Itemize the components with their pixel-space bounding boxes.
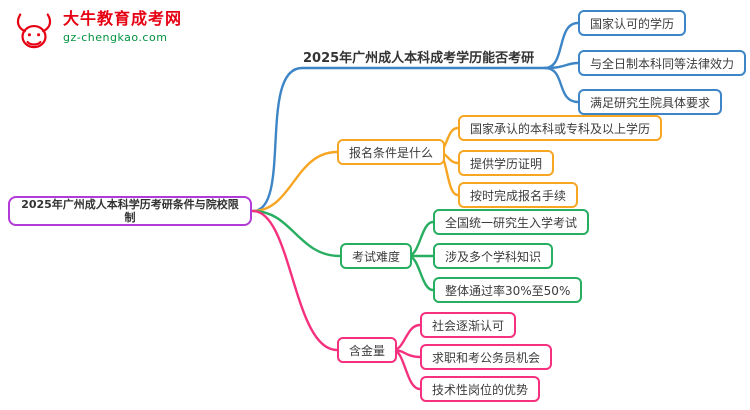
connector-branch1-child3 <box>543 66 580 104</box>
logo-title: 大牛教育成考网 <box>63 9 183 28</box>
subtopic: 涉及多个学科知识 <box>433 243 554 269</box>
bull-logo-icon <box>16 13 52 49</box>
subtopic: 按时完成报名手续 <box>458 182 579 208</box>
branch-topic-3: 考试难度 <box>340 243 413 269</box>
connector-branch4 <box>251 209 339 352</box>
connector-branch1 <box>251 66 547 213</box>
connector-branch2 <box>251 150 339 213</box>
root-topic: 2025年广州成人本科学历考研条件与院校限制 <box>8 196 252 226</box>
logo-text: 大牛教育成考网 gz-chengkao.com <box>63 9 183 45</box>
site-logo: 大牛教育成考网 gz-chengkao.com <box>12 9 183 54</box>
branch-topic-1: 2025年广州成人本科成考学历能否考研 <box>303 51 535 66</box>
subtopic: 技术性岗位的优势 <box>420 376 541 402</box>
subtopic: 整体通过率30%至50% <box>433 277 583 303</box>
subtopic: 与全日制本科同等法律效力 <box>578 50 747 76</box>
subtopic: 提供学历证明 <box>458 150 555 176</box>
subtopic: 国家认可的学历 <box>578 10 687 36</box>
subtopic: 满足研究生院具体要求 <box>578 89 723 115</box>
subtopic: 求职和考公务员机会 <box>420 344 553 370</box>
logo-subtitle: gz-chengkao.com <box>63 31 168 45</box>
branch-topic-4: 含金量 <box>337 337 398 363</box>
connector-branch3 <box>251 209 342 258</box>
subtopic: 社会逐渐认可 <box>420 312 517 338</box>
connector-branch1-child1 <box>543 21 580 70</box>
connector-branch1-child2 <box>543 61 580 70</box>
connector-branch4-child1 <box>391 323 422 352</box>
branch-topic-2: 报名条件是什么 <box>337 139 446 165</box>
subtopic: 国家承认的本科或专科及以上学历 <box>458 115 663 141</box>
subtopic: 全国统一研究生入学考试 <box>433 209 590 235</box>
